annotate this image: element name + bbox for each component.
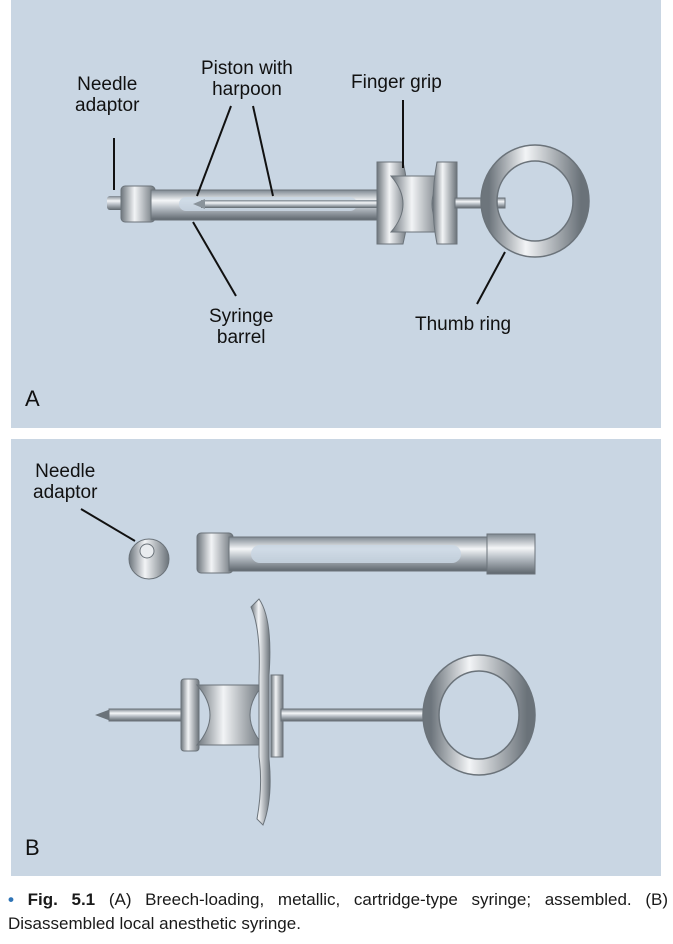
barrel-window-b [251, 545, 461, 563]
photo-panel-a: Needle adaptor Piston with harpoon Finge… [11, 0, 661, 428]
leader-thumb-ring [476, 251, 506, 305]
barrel-threaded-end [486, 533, 536, 575]
grip-knurl [180, 678, 200, 752]
needle-adaptor-nub [139, 543, 155, 559]
barrel-collar [196, 532, 234, 574]
piston-front-rod [108, 708, 182, 722]
finger-grip-body-b [195, 684, 265, 746]
photo-panel-b: Needle adaptor B [11, 439, 661, 876]
caption-bullet: • [8, 890, 14, 909]
adaptor-collar [120, 185, 156, 223]
label-finger-grip: Finger grip [351, 72, 442, 93]
leader-syringe-barrel [192, 221, 237, 297]
caption-figure-number: Fig. 5.1 [27, 890, 96, 909]
figure-caption: • Fig. 5.1 (A) Breech-loading, metallic,… [8, 888, 668, 936]
thumb-ring-shape-b [423, 655, 535, 775]
harpoon-tip-b [95, 709, 111, 721]
assembled-syringe-illustration [107, 100, 590, 305]
panel-letter-b: B [25, 835, 40, 860]
piston-rod-outside [454, 197, 506, 209]
label-piston-with-harpoon: Piston with harpoon [201, 58, 293, 100]
label-thumb-ring: Thumb ring [415, 314, 512, 335]
harpoon-tip [193, 199, 205, 209]
piston-rod-inside [201, 200, 391, 208]
leader-piston-1 [196, 105, 232, 197]
disassembled-syringe-illustration [80, 508, 536, 826]
label-needle-adaptor-a: Needle adaptor [75, 74, 140, 116]
label-needle-adaptor-b: Needle adaptor [33, 461, 98, 503]
caption-text: (A) Breech-loading, metallic, cartridge-… [8, 890, 668, 933]
leader-needle-adaptor-b [80, 508, 136, 542]
panel-letter-a: A [25, 386, 40, 411]
thumb-ring-shape [481, 145, 589, 257]
piston-rod-b [280, 708, 428, 722]
needle-adaptor-part [128, 538, 170, 580]
finger-grip-wing [250, 598, 271, 826]
leader-piston-2 [252, 105, 274, 197]
label-syringe-barrel: Syringe barrel [209, 306, 274, 348]
finger-grip-right-flange [432, 161, 458, 245]
